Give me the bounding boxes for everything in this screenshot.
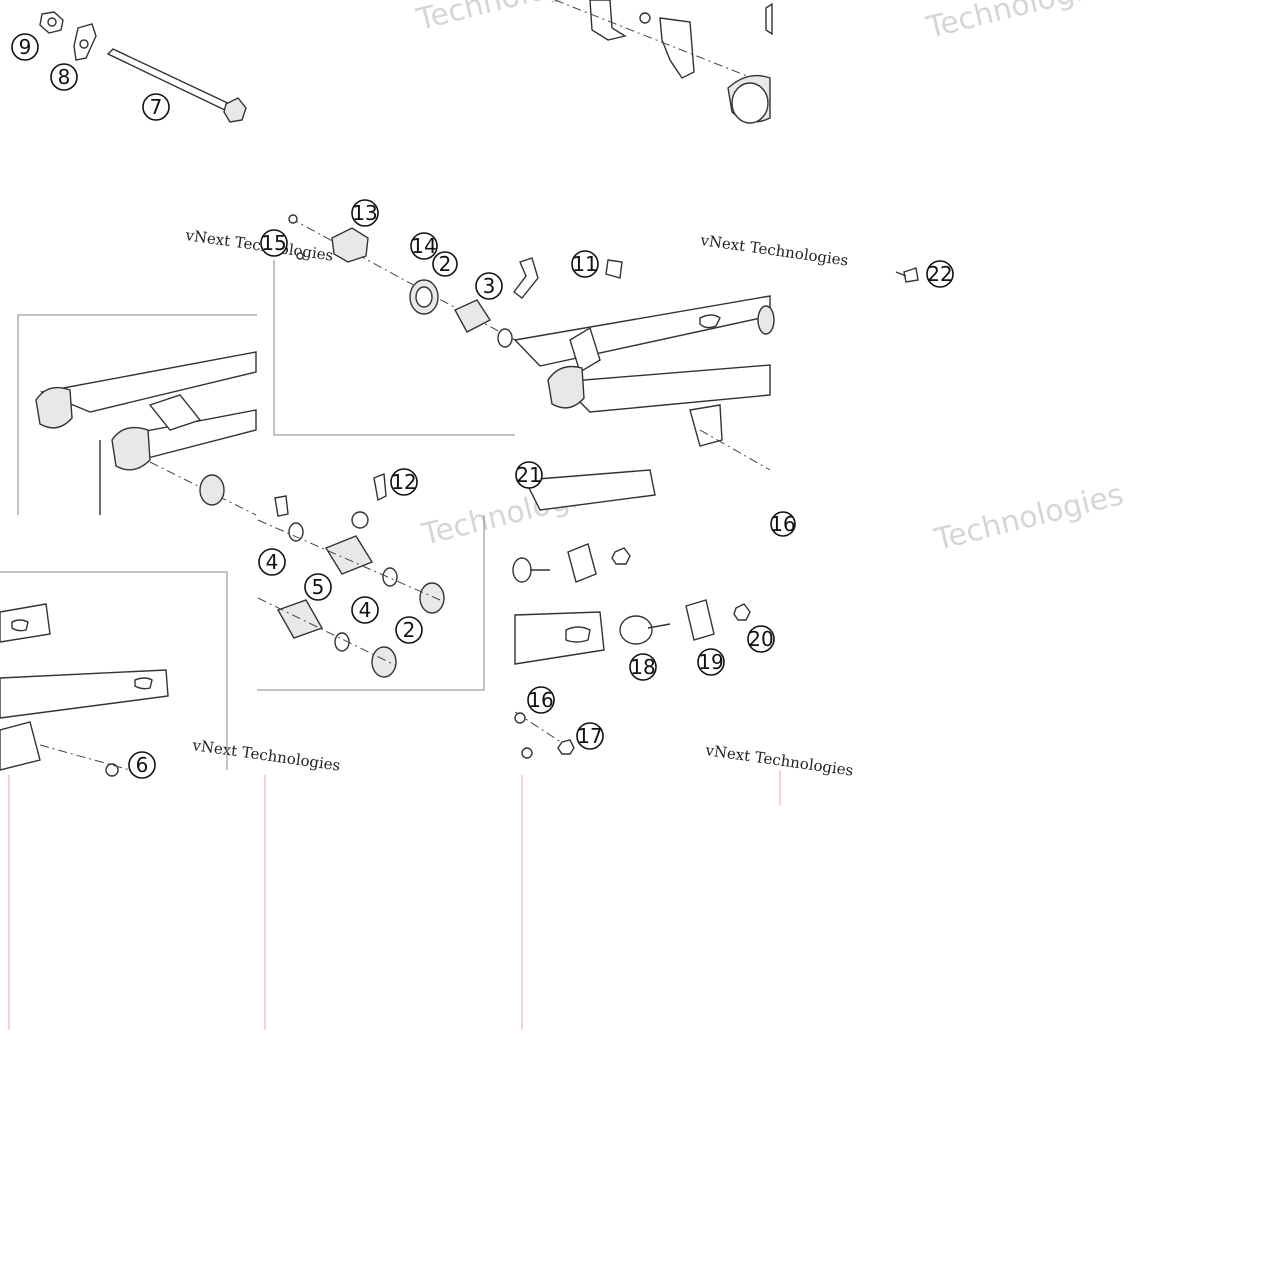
- svg-text:7: 7: [150, 95, 163, 119]
- watermark-text: Technologies: [922, 0, 1118, 46]
- svg-text:11: 11: [572, 252, 597, 276]
- callout-marker: 16: [770, 511, 796, 537]
- swingarm-lower-view: [0, 603, 169, 777]
- callout-marker: 22: [926, 260, 954, 288]
- tile-seams: [8, 770, 781, 1030]
- svg-text:19: 19: [698, 650, 723, 674]
- svg-text:15: 15: [261, 231, 286, 255]
- callout-marker: 14: [410, 232, 438, 260]
- callout-marker: 21: [515, 461, 543, 489]
- brand-label: vNext Technologies: [698, 231, 849, 270]
- swingarm-left-view: [35, 351, 257, 516]
- callout-marker: 15: [260, 229, 288, 257]
- brand-label: vNext Technologies: [190, 736, 341, 775]
- svg-text:4: 4: [266, 550, 279, 574]
- callout-marker: 20: [747, 625, 775, 653]
- svg-text:14: 14: [411, 234, 436, 258]
- chain-guide-mount-group: [512, 267, 919, 759]
- svg-text:16: 16: [770, 512, 795, 536]
- top-bracket-group: [554, 0, 773, 124]
- washer-bolt-part: [619, 615, 653, 645]
- swingarm-right-view: [513, 295, 775, 511]
- callout-marker: 12: [390, 468, 418, 496]
- watermark-text: Technologies: [930, 477, 1126, 558]
- bushing-part: [324, 535, 374, 575]
- callout-marker: 9: [11, 33, 39, 61]
- callout-marker: 3: [475, 272, 503, 300]
- callout-marker: 13: [351, 199, 379, 227]
- svg-text:16: 16: [528, 688, 553, 712]
- svg-text:20: 20: [748, 627, 773, 651]
- callout-marker: 17: [576, 722, 604, 750]
- axle-bolt-group: [39, 11, 247, 123]
- svg-text:8: 8: [58, 65, 71, 89]
- svg-text:22: 22: [927, 262, 952, 286]
- callout-labels: 9 8 7 15 13 14 2 3 11 22 12 21 4 5 4 2 6…: [11, 33, 954, 779]
- callout-marker: 4: [351, 596, 379, 624]
- callout-marker: 5: [304, 573, 332, 601]
- brand-label: vNext Technologies: [703, 741, 854, 780]
- chain-guide-block-part: [331, 227, 369, 263]
- svg-text:12: 12: [391, 470, 416, 494]
- svg-text:2: 2: [403, 618, 416, 642]
- svg-text:13: 13: [352, 201, 377, 225]
- callout-marker: 2: [432, 251, 458, 277]
- svg-text:4: 4: [359, 598, 372, 622]
- svg-text:9: 9: [19, 35, 32, 59]
- watermark-text: Technologies: [412, 0, 608, 38]
- svg-text:17: 17: [577, 724, 602, 748]
- axle-bolt-part: [106, 48, 236, 113]
- callout-marker: 2: [395, 616, 423, 644]
- clip-bracket-part: [685, 599, 715, 641]
- svg-text:21: 21: [516, 463, 541, 487]
- svg-text:2: 2: [439, 252, 452, 276]
- brand-label: vNext Technologies: [183, 226, 334, 265]
- bearing-stack-upper: [288, 214, 623, 348]
- svg-text:18: 18: [630, 655, 655, 679]
- callout-marker: 4: [258, 548, 286, 576]
- callout-marker: 19: [697, 648, 725, 676]
- svg-text:6: 6: [136, 753, 149, 777]
- callout-marker: 8: [50, 63, 78, 91]
- svg-text:5: 5: [312, 575, 325, 599]
- view-frames: [0, 260, 515, 770]
- spacer-sleeve-part: [454, 299, 492, 333]
- svg-text:3: 3: [483, 274, 496, 298]
- bearing-stack-lower: [257, 473, 445, 678]
- callout-marker: 7: [142, 93, 170, 121]
- callout-marker: 18: [629, 653, 657, 681]
- callout-marker: 16: [527, 686, 555, 714]
- callout-marker: 11: [571, 250, 599, 278]
- callout-marker: 6: [128, 751, 156, 779]
